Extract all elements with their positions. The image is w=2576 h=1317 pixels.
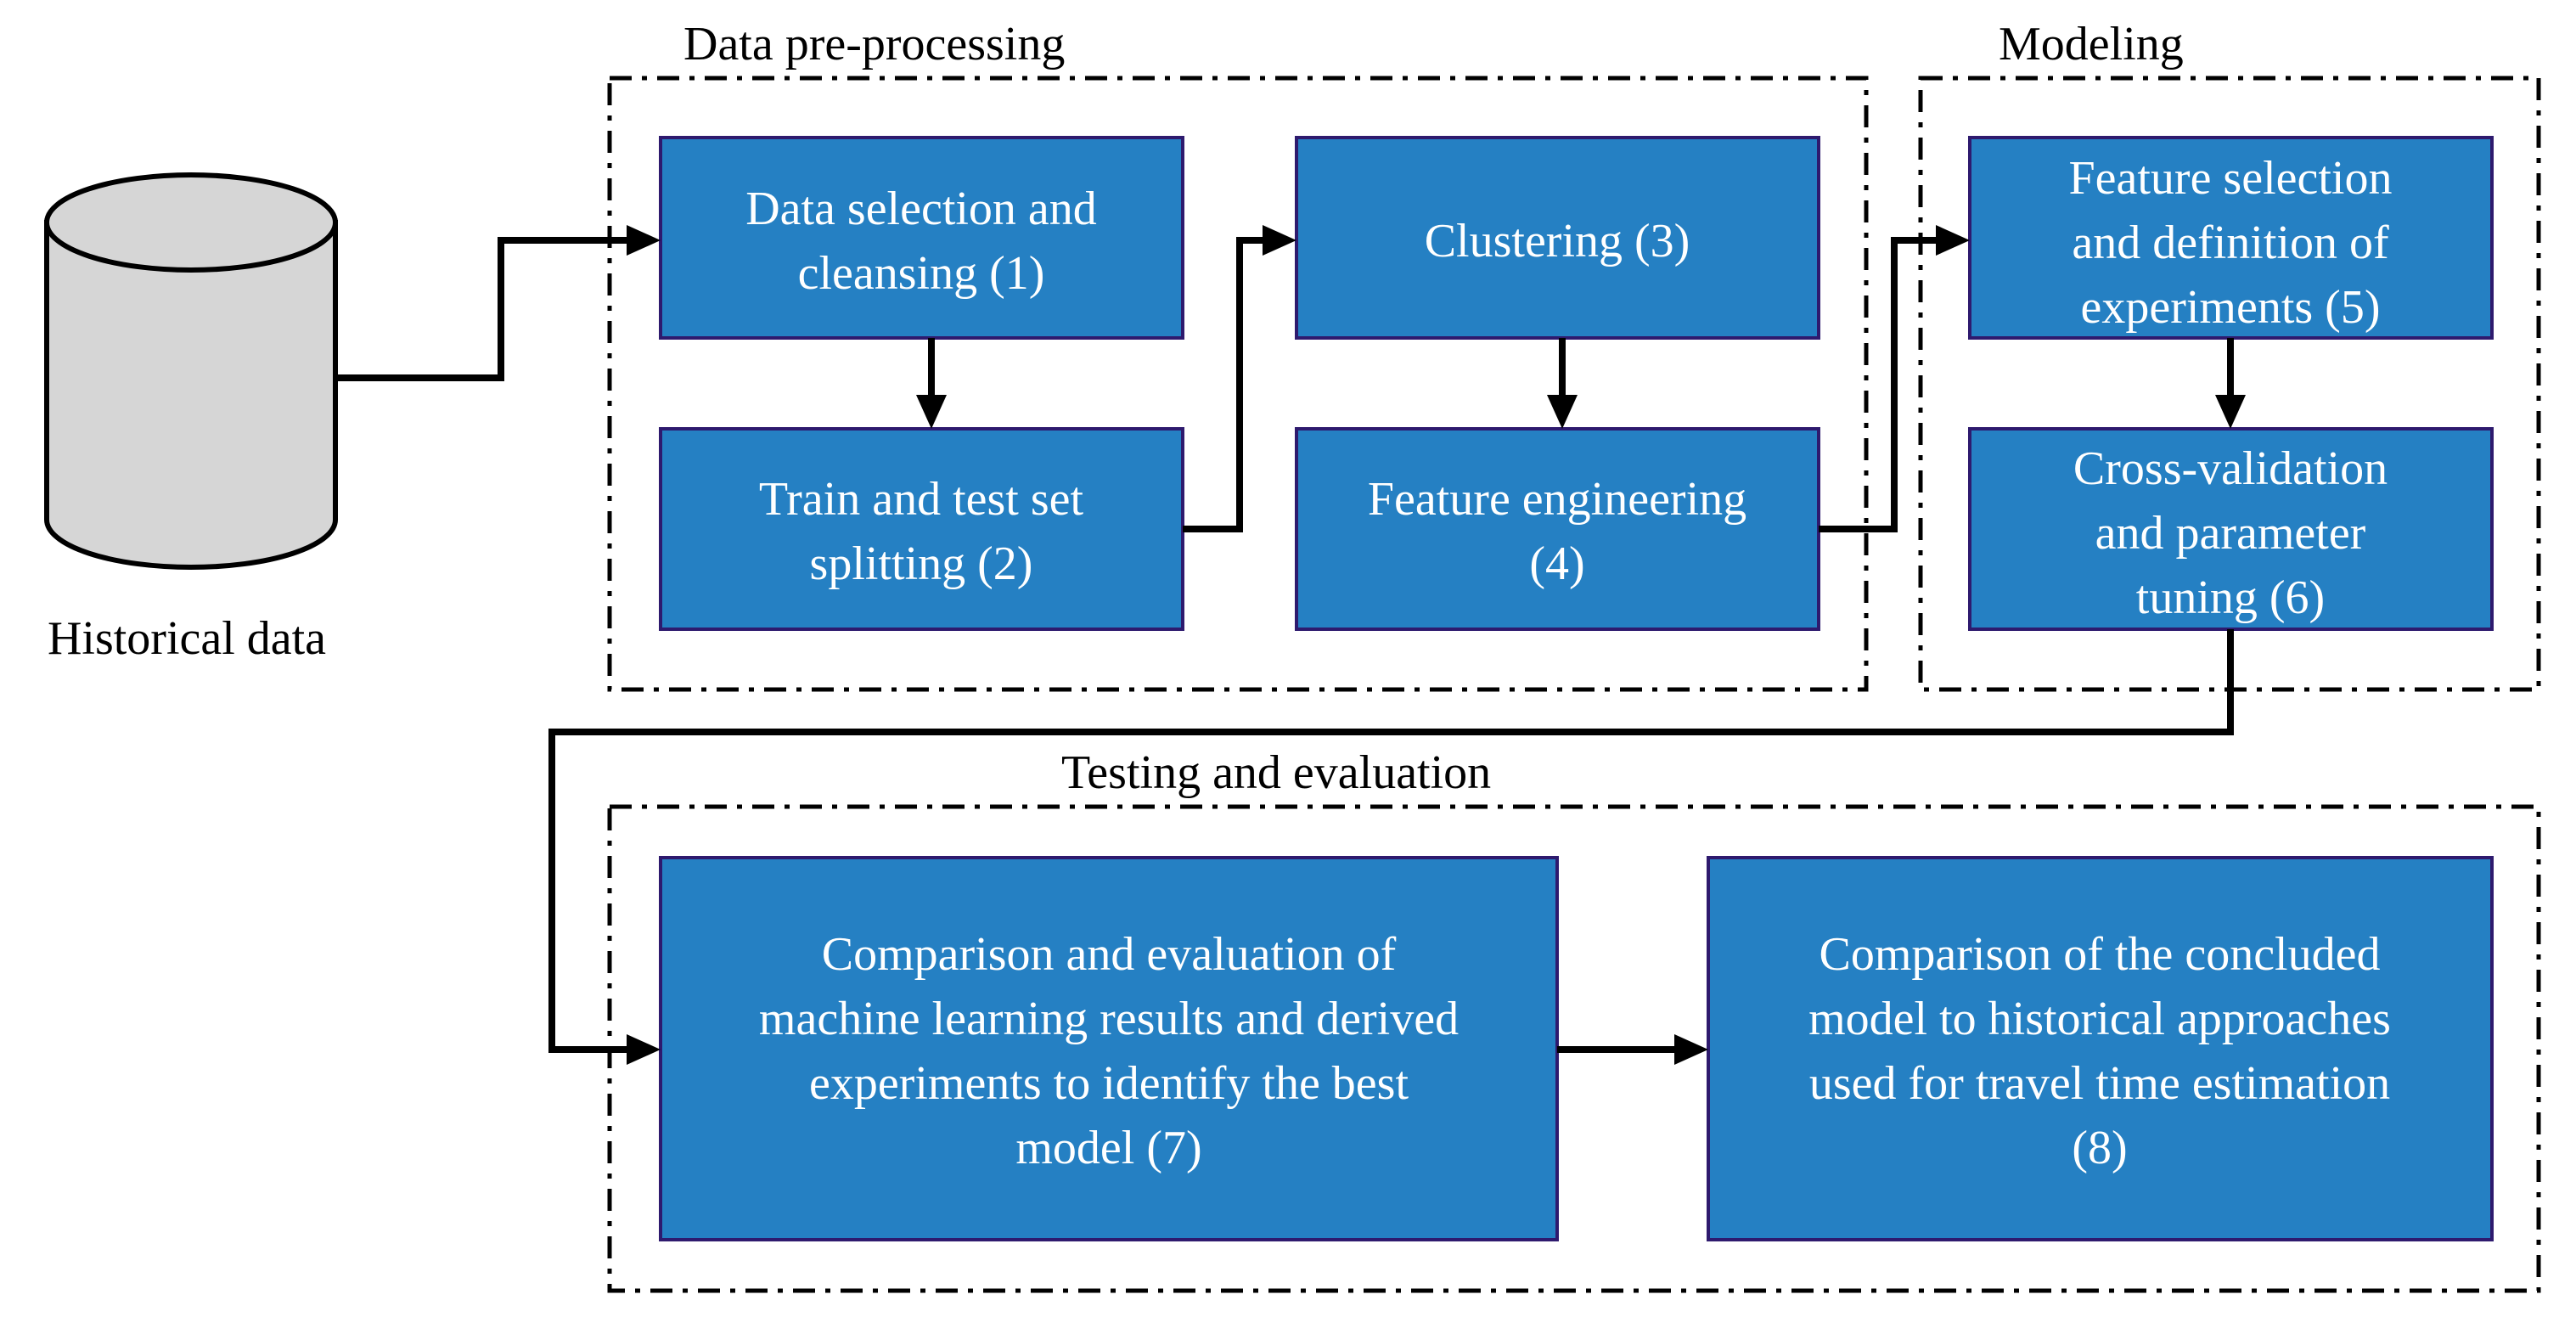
cylinder-top bbox=[44, 172, 338, 273]
step-8-line-2: model to historical approaches bbox=[1808, 993, 2391, 1045]
step-box-8: Comparison of the concluded model to hist… bbox=[1707, 856, 2494, 1241]
step-8-line-3: used for travel time estimation bbox=[1809, 1057, 2390, 1110]
step-7-line-3: experiments to identify the best bbox=[809, 1057, 1409, 1110]
step-7-line-2: machine learning results and derived bbox=[759, 993, 1459, 1045]
step-6-line-1: Cross-validation bbox=[2073, 442, 2388, 495]
step-2-line-1: Train and test set bbox=[759, 473, 1084, 526]
step-box-3: Clustering (3) bbox=[1295, 136, 1820, 340]
historical-data-label: Historical data bbox=[48, 612, 326, 665]
step-3-line-1: Clustering (3) bbox=[1425, 215, 1690, 267]
step-box-4: Feature engineering (4) bbox=[1295, 427, 1820, 631]
svg-text:Clustering (3): Clustering (3) bbox=[1425, 215, 1690, 267]
step-2-line-2: splitting (2) bbox=[810, 537, 1033, 590]
step-box-1: Data selection and cleansing (1) bbox=[659, 136, 1184, 340]
cylinder-body bbox=[44, 220, 338, 570]
step-5-line-1: Feature selection bbox=[2069, 152, 2393, 205]
group-frame-preprocessing bbox=[607, 76, 1869, 692]
group-title-modeling: Modeling bbox=[1999, 18, 2184, 70]
arrowhead-to-step-8 bbox=[1674, 1034, 1708, 1065]
step-8-line-1: Comparison of the concluded bbox=[1820, 928, 2381, 981]
step-box-6: Cross-validation and parameter tuning (6) bbox=[1968, 427, 2494, 631]
arrowhead-to-step-7 bbox=[627, 1034, 661, 1065]
historical-data-database-icon bbox=[44, 172, 338, 570]
arrowhead-to-step-2 bbox=[916, 395, 947, 429]
arrow-step-6-to-step-7 bbox=[548, 629, 2234, 1053]
step-8-line-4: (8) bbox=[2072, 1122, 2127, 1174]
step-5-line-3: experiments (5) bbox=[2081, 281, 2381, 334]
arrowhead-to-step-5 bbox=[1936, 225, 1970, 256]
step-6-line-2: and parameter bbox=[2095, 507, 2366, 560]
group-title-testing: Testing and evaluation bbox=[1061, 746, 1491, 799]
arrow-database-to-step-1 bbox=[335, 237, 635, 381]
group-title-preprocessing: Data pre-processing bbox=[683, 18, 1065, 70]
step-5-line-2: and definition of bbox=[2072, 217, 2389, 269]
step-7-line-1: Comparison and evaluation of bbox=[822, 928, 1397, 981]
arrow-step-4-to-step-5 bbox=[1819, 237, 1944, 532]
svg-text:Feature engineering(4): Feature engineering (4) bbox=[1368, 473, 1746, 590]
step-box-5: Feature selection and definition of experi… bbox=[1968, 136, 2494, 340]
step-4-line-1: Feature engineering bbox=[1368, 473, 1746, 526]
step-4-line-2: (4) bbox=[1529, 537, 1584, 590]
step-6-line-3: tuning (6) bbox=[2136, 571, 2325, 624]
arrowhead-to-step-4 bbox=[1547, 395, 1578, 429]
arrow-step-2-to-step-3 bbox=[1183, 237, 1271, 532]
arrowhead-to-step-6 bbox=[2215, 395, 2246, 429]
step-7-line-4: model (7) bbox=[1015, 1122, 1201, 1174]
arrowhead-to-step-1 bbox=[627, 225, 661, 256]
step-box-2: Train and test set splitting (2) bbox=[659, 427, 1184, 631]
step-box-7: Comparison and evaluation of machine lear… bbox=[659, 856, 1559, 1241]
step-1-line-2: cleansing (1) bbox=[798, 247, 1045, 300]
arrowhead-to-step-3 bbox=[1263, 225, 1296, 256]
step-1-line-1: Data selection and bbox=[745, 183, 1097, 235]
